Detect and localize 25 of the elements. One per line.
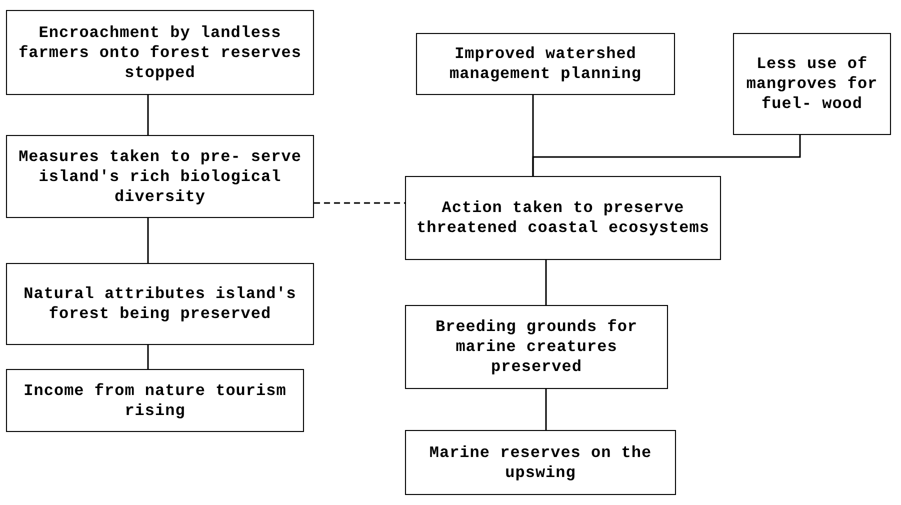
box-text: Breeding grounds for marine creatures preserved	[434, 317, 639, 377]
box-text: Natural attributes island's forest being preserved	[22, 284, 298, 324]
text-box	[733, 33, 891, 135]
text-box	[6, 135, 314, 218]
box-text: Action taken to preserve threatened coastal ecosystems	[416, 198, 710, 238]
connector-line	[545, 260, 547, 305]
text-box	[6, 263, 314, 345]
text-box	[6, 369, 304, 432]
text-box	[405, 430, 676, 495]
box-text: Encroachment by landless farmers onto forest reserves stopped	[18, 22, 302, 82]
box-text: Marine reserves on the upswing	[428, 442, 653, 482]
connector-line	[147, 345, 149, 369]
text-box	[405, 305, 668, 389]
box-text: Less use of mangroves for fuel- wood	[745, 54, 879, 114]
text-box	[405, 176, 721, 260]
connector-line	[545, 389, 547, 430]
connector-line	[147, 95, 149, 135]
box-text: Income from nature tourism rising	[22, 380, 288, 420]
text-box	[416, 33, 675, 95]
box-text: Measures taken to pre- serve island's rich biological diversity	[18, 146, 302, 206]
box-text: Improved watershed management planning	[448, 44, 642, 84]
connector-line	[147, 218, 149, 263]
text-box	[6, 10, 314, 95]
connector-line	[532, 135, 801, 176]
dashed-connector	[314, 202, 405, 204]
